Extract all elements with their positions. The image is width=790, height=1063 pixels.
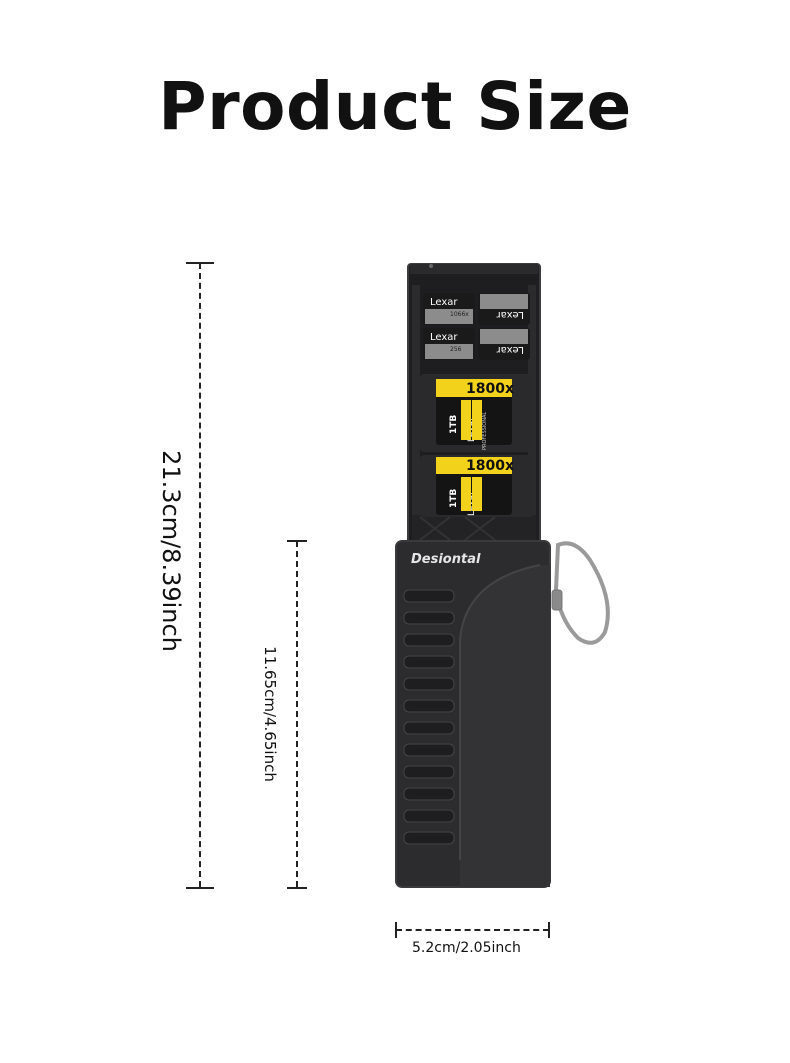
- svg-text:1TB: 1TB: [449, 489, 459, 508]
- total-height-bottom-tick: [186, 887, 214, 889]
- micro-sd-card: Lexar: [478, 293, 530, 325]
- body-height-bottom-tick: [287, 887, 307, 889]
- width-right-tick: [548, 922, 550, 938]
- svg-text:PROFESSIONAL: PROFESSIONAL: [482, 412, 488, 450]
- sd-card: 1800x Lexar 1TB: [436, 457, 514, 516]
- page-title: Product Size: [158, 68, 632, 145]
- svg-text:Lexar: Lexar: [496, 309, 524, 320]
- micro-sd-card: Lexar: [478, 328, 530, 360]
- width-line: [396, 929, 549, 931]
- svg-text:Lexar: Lexar: [496, 344, 524, 355]
- svg-text:1800x: 1800x: [466, 381, 514, 397]
- sd-card: 1800x Lexar PROFESSIONAL 1TB: [436, 379, 514, 450]
- body-height-line: [296, 541, 298, 887]
- carabiner-clip: [551, 541, 610, 645]
- brand-logo: Desiontal: [411, 552, 481, 567]
- micro-sd-card: Lexar 1066x: [423, 293, 475, 325]
- width-label: 5.2cm/2.05inch: [412, 940, 521, 956]
- case-body: Desiontal: [395, 540, 551, 888]
- svg-text:1800x: 1800x: [466, 458, 514, 474]
- total-height-line: [199, 263, 201, 887]
- svg-text:Lexar: Lexar: [430, 332, 458, 343]
- grip-ridges: [403, 589, 455, 845]
- micro-sd-card: Lexar 256: [423, 328, 475, 360]
- svg-text:1066x: 1066x: [450, 311, 469, 318]
- svg-text:256: 256: [450, 346, 462, 353]
- svg-text:1TB: 1TB: [449, 415, 459, 434]
- micro-brand-text: Lexar: [430, 297, 458, 308]
